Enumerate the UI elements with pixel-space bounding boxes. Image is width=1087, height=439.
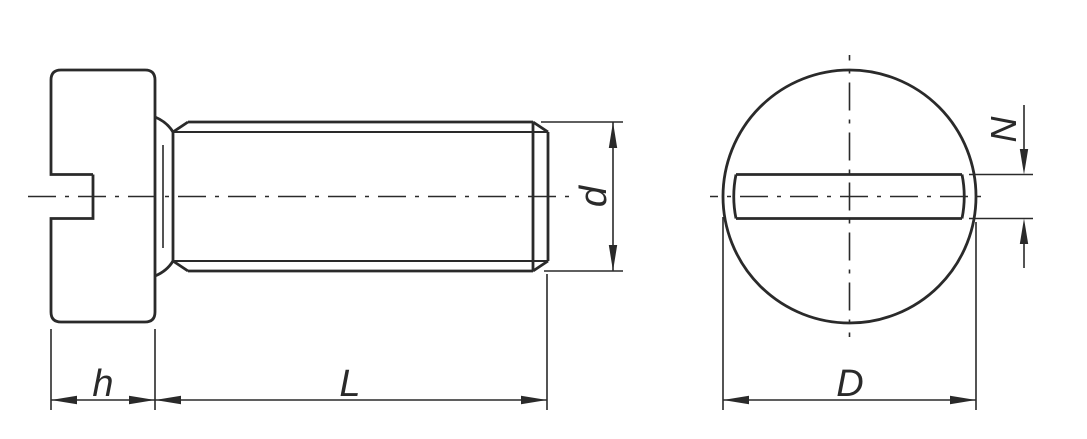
tip-chamfer-top bbox=[532, 120, 549, 134]
dimension-N: N bbox=[969, 105, 1033, 268]
arrowhead-left bbox=[723, 395, 749, 405]
neck-fillet-top bbox=[154, 115, 175, 133]
dimension-label-N: N bbox=[983, 116, 1024, 143]
front-view bbox=[710, 55, 990, 337]
arrowhead-down bbox=[608, 245, 618, 271]
side-view bbox=[28, 68, 572, 324]
arrowhead-right bbox=[521, 395, 547, 405]
dimension-label-D: D bbox=[836, 363, 863, 405]
neck-fillet-bottom bbox=[154, 260, 175, 278]
screw-head-outline bbox=[49, 68, 157, 324]
thread-chamfer-head-bottom bbox=[172, 259, 189, 273]
arrowhead-right bbox=[129, 395, 155, 405]
arrowhead-up bbox=[608, 122, 618, 148]
dimension-D: D bbox=[722, 217, 977, 410]
arrowhead-down bbox=[1019, 149, 1029, 175]
dimension-L: L bbox=[155, 274, 548, 410]
arrowhead-right bbox=[950, 395, 976, 405]
arrowhead-up bbox=[1019, 218, 1029, 244]
dimension-d: d bbox=[541, 121, 623, 272]
dimension-label-h: h bbox=[92, 363, 113, 405]
arrowhead-left bbox=[51, 395, 77, 405]
tip-chamfer-bottom bbox=[532, 259, 549, 273]
slot-end-left bbox=[732, 174, 738, 219]
arrowhead-left bbox=[155, 395, 181, 405]
dimension-label-d: d bbox=[573, 184, 615, 207]
dimension-label-L: L bbox=[339, 363, 360, 405]
dimension-h: h bbox=[50, 329, 156, 410]
thread-chamfer-head-top bbox=[172, 120, 189, 134]
